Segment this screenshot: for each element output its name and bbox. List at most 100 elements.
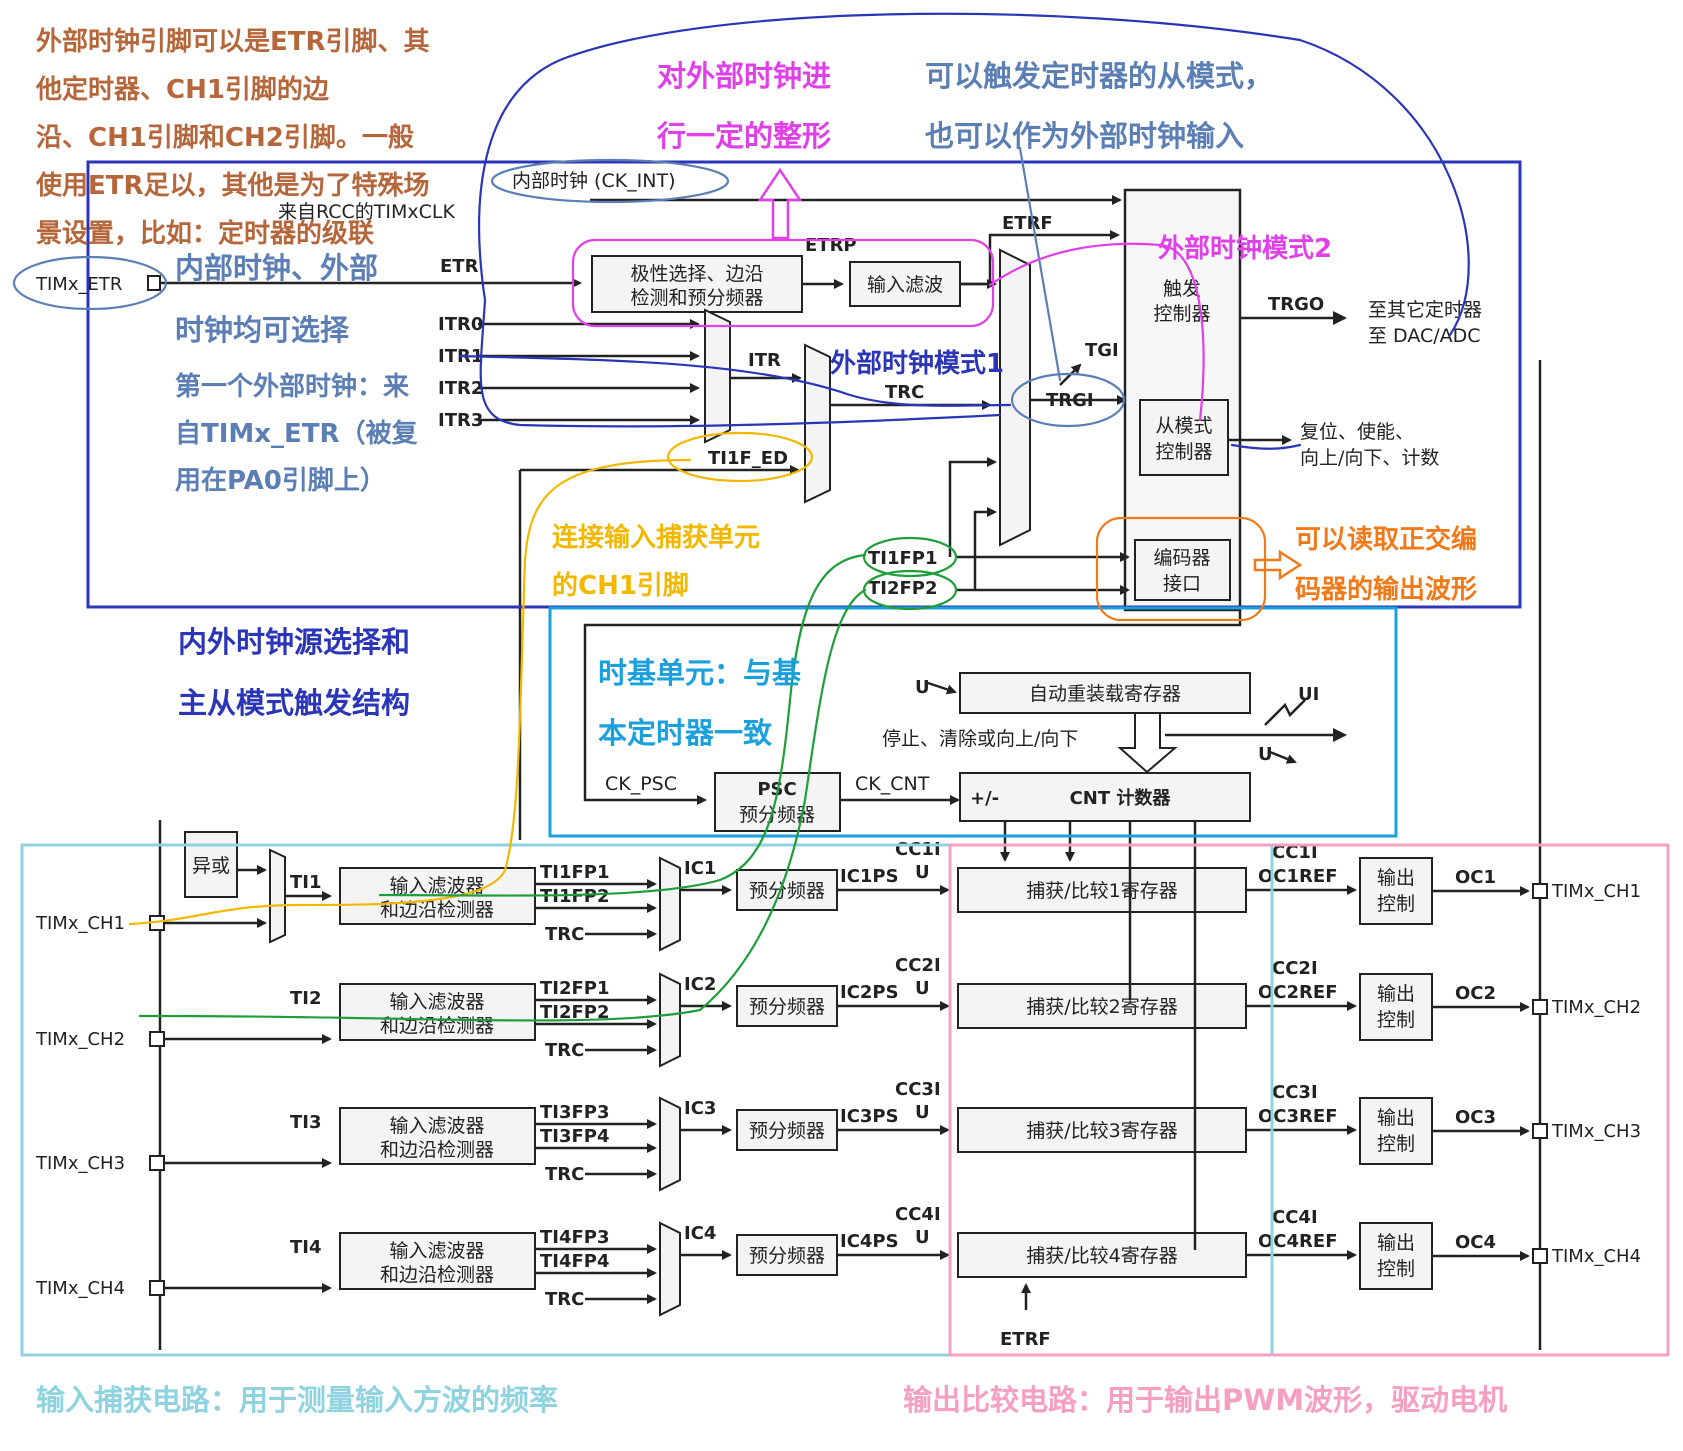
input-capture-label: 输入捕获电路：用于测量输入方波的频率 bbox=[36, 1383, 558, 1417]
cci3-label: CC3I bbox=[895, 1079, 941, 1100]
rcc-label: 来自RCC的TIMxCLK bbox=[278, 201, 455, 223]
mode2-label: 外部时钟模式2 bbox=[1158, 233, 1332, 264]
ti1f-ed-path bbox=[128, 458, 692, 926]
itr-bus-label: ITR bbox=[748, 350, 781, 371]
output-control-ch4-line-1: 输出 bbox=[1377, 1232, 1415, 1254]
output-pin-ch1-square bbox=[1532, 883, 1548, 899]
cc-u-ch1-label: U bbox=[915, 862, 930, 883]
first-external-line-2: 自TIMx_ETR（被复 bbox=[175, 418, 419, 449]
cc-register-1 bbox=[957, 867, 1247, 913]
first-external-line-3: 用在PA0引脚上） bbox=[175, 466, 386, 496]
cc-register-4 bbox=[957, 1232, 1247, 1278]
ck-psc-label: CK_PSC bbox=[605, 773, 677, 795]
encoder-read-line-2: 码器的输出波形 bbox=[1295, 574, 1477, 605]
ch1-capture-line-1: 连接输入捕获单元 bbox=[552, 522, 760, 553]
filter-edge-ch1-line-1: 输入滤波器 bbox=[389, 875, 484, 897]
output-pin-ch4-label: TIMx_CH4 bbox=[1551, 1246, 1641, 1267]
reset-enable-line-1: 复位、使能、 bbox=[1300, 421, 1414, 443]
ccoi3-label: CC3I bbox=[1272, 1082, 1318, 1103]
cc-u-ch4-label: U bbox=[915, 1227, 930, 1248]
etrf-label-top: ETRF bbox=[1002, 213, 1053, 234]
to-other-line-2: 至 DAC/ADC bbox=[1368, 325, 1481, 347]
trigger-ctrl-line-1: 触发 bbox=[1163, 278, 1201, 300]
filter-edge-ch1-line-2: 和边沿检测器 bbox=[380, 899, 494, 921]
arr-u-label: U bbox=[915, 677, 930, 698]
filter-edge-ch3-line-2: 和边沿检测器 bbox=[380, 1139, 494, 1161]
internal-external-line-1: 内部时钟、外部 bbox=[175, 251, 378, 285]
etr-pin-label: TIMx_ETR bbox=[35, 274, 122, 295]
ti4-label: TI4 bbox=[290, 1237, 322, 1258]
filter-edge-ch3 bbox=[339, 1107, 536, 1165]
output-control-ch4-line-2: 控制 bbox=[1377, 1258, 1415, 1280]
ic-mux-ch3 bbox=[659, 1096, 681, 1192]
input-pin-ch2-label: TIMx_CH2 bbox=[35, 1029, 125, 1050]
reset-enable-line-2: 向上/向下、计数 bbox=[1300, 447, 1439, 469]
timebase-line-2: 本定时器一致 bbox=[598, 716, 773, 750]
ocref2-label: OC2REF bbox=[1258, 982, 1338, 1003]
fp-a-ch2-label: TI2FP1 bbox=[540, 978, 610, 999]
stop-clear-label: 停止、清除或向上/向下 bbox=[882, 728, 1078, 750]
mode2-path bbox=[988, 242, 1205, 422]
shaping-line-2: 行一定的整形 bbox=[656, 119, 831, 153]
output-pin-ch1-label: TIMx_CH1 bbox=[1551, 881, 1641, 902]
input-capture-frame bbox=[20, 843, 1274, 1357]
output-control-ch3 bbox=[1359, 1097, 1433, 1165]
ui-flag-icon bbox=[1264, 699, 1306, 726]
etr-pin bbox=[147, 275, 161, 291]
prescaler-ch2 bbox=[736, 985, 838, 1027]
fp-a-ch4-label: TI4FP3 bbox=[540, 1227, 610, 1248]
to-other-line-1: 至其它定时器 bbox=[1368, 299, 1482, 321]
output-pin-ch2-square bbox=[1532, 999, 1548, 1015]
cc-register-3-label: 捕获/比较3寄存器 bbox=[1026, 1120, 1178, 1142]
prescaler-ch4 bbox=[736, 1234, 838, 1276]
trc-ch1-label: TRC bbox=[545, 924, 584, 945]
polarity-block bbox=[591, 255, 803, 313]
external-pins-line-4: 使用ETR足以，其他是为了特殊场 bbox=[35, 170, 430, 201]
ti2fp2-top-label: TI2FP2 bbox=[868, 578, 938, 599]
cc-register-4-label: 捕获/比较4寄存器 bbox=[1026, 1245, 1178, 1267]
ui-label: UI bbox=[1298, 684, 1319, 705]
etr-pin-highlight bbox=[12, 255, 168, 311]
arr-to-cnt-arrow bbox=[1117, 712, 1178, 774]
ic1-label: IC1 bbox=[684, 858, 716, 879]
mode1-label: 外部时钟模式1 bbox=[830, 348, 1004, 379]
slave-controller-block bbox=[1139, 399, 1229, 476]
ocref3-label: OC3REF bbox=[1258, 1106, 1338, 1127]
output-pin-ch3-label: TIMx_CH3 bbox=[1551, 1121, 1641, 1142]
output-pin-ch3-square bbox=[1532, 1123, 1548, 1139]
polarity-line-1: 极性选择、边沿 bbox=[630, 263, 763, 285]
prescaler-ch3-label: 预分频器 bbox=[749, 1120, 825, 1142]
filter-edge-ch2-line-1: 输入滤波器 bbox=[389, 991, 484, 1013]
ti2fp2-to-trgi-wire bbox=[973, 507, 997, 590]
output-control-ch3-line-1: 输出 bbox=[1377, 1107, 1415, 1129]
encoder-line-2: 接口 bbox=[1163, 573, 1201, 595]
prescaler-ch4-label: 预分频器 bbox=[749, 1245, 825, 1267]
ic3-label: IC3 bbox=[684, 1098, 716, 1119]
filter-edge-ch2 bbox=[339, 983, 536, 1041]
ocref4-label: OC4REF bbox=[1258, 1231, 1338, 1252]
timebase-line-1: 时基单元：与基 bbox=[598, 656, 802, 690]
cnt-label: CNT 计数器 bbox=[1070, 787, 1172, 809]
psc-line-2: 预分频器 bbox=[739, 804, 815, 826]
input-pin-ch2-square bbox=[149, 1031, 165, 1047]
filter-edge-ch4-line-1: 输入滤波器 bbox=[389, 1240, 484, 1262]
cnt-block bbox=[959, 772, 1251, 822]
encoder-arrow bbox=[1253, 549, 1303, 581]
etr-filter-label: 输入滤波 bbox=[867, 274, 943, 296]
external-pins-note: 外部时钟引脚可以是ETR引脚、其 他定时器、CH1引脚的边 沿、CH1引脚和CH… bbox=[35, 26, 430, 249]
cnt-pm-label: +/- bbox=[970, 788, 999, 809]
itr2-label: ITR2 bbox=[438, 378, 483, 399]
oc1-label: OC1 bbox=[1455, 867, 1496, 888]
trigger-ctrl-line-2: 控制器 bbox=[1153, 303, 1210, 325]
slave-ctrl-line-1: 从模式 bbox=[1155, 415, 1212, 437]
icps2-label: IC2PS bbox=[840, 982, 899, 1003]
output-pin-ch2-label: TIMx_CH2 bbox=[1551, 997, 1641, 1018]
itr-mux bbox=[704, 308, 731, 444]
first-external-line-1: 第一个外部时钟：来 bbox=[175, 371, 410, 402]
clock-select-line-1: 内外时钟源选择和 bbox=[178, 625, 410, 659]
ch1-capture-line-2: 的CH1引脚 bbox=[552, 570, 689, 601]
external-pins-line-1: 外部时钟引脚可以是ETR引脚、其 bbox=[36, 26, 430, 57]
output-compare-frame bbox=[948, 843, 1670, 1357]
oc2-label: OC2 bbox=[1455, 983, 1496, 1004]
